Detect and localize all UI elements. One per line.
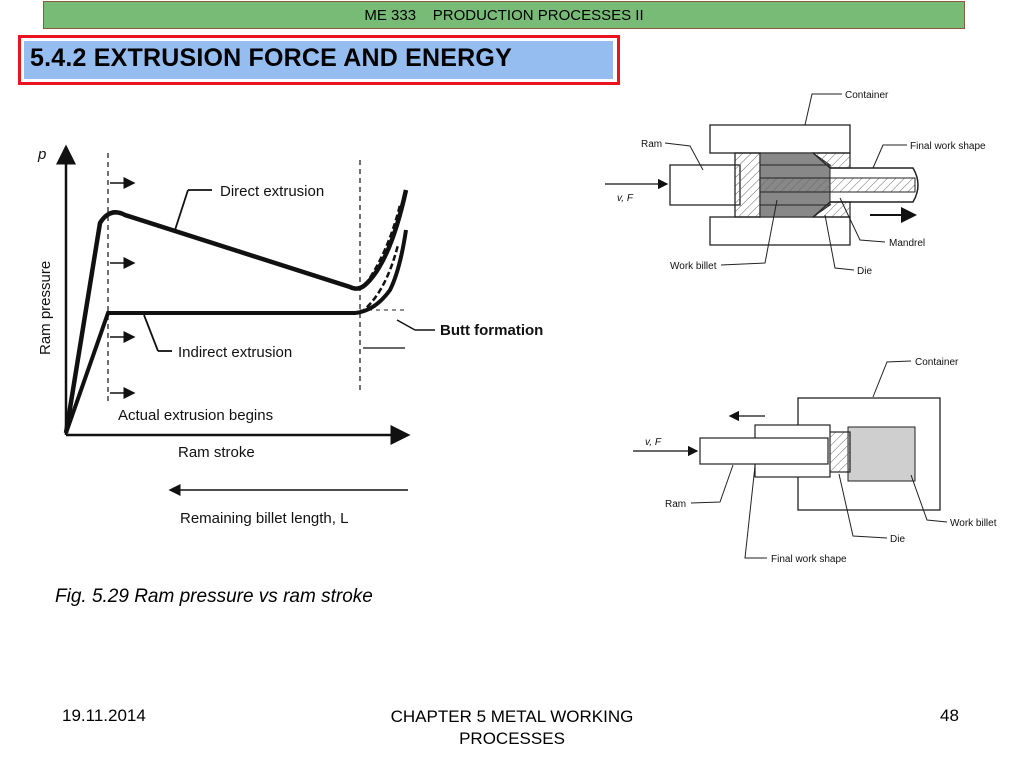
indirect-extrusion-label: Indirect extrusion (178, 344, 292, 361)
y-axis-symbol: p (37, 146, 46, 163)
stroke-arrows (110, 177, 136, 399)
footer-date: 19.11.2014 (62, 706, 146, 725)
work-billet-block (847, 426, 916, 482)
die-label-indirect: Die (890, 534, 905, 545)
slide-title: 5.4.2 EXTRUSION FORCE AND ENERGY (30, 44, 512, 72)
container-label-indirect: Container (915, 357, 959, 368)
butt-formation-label: Butt formation (440, 322, 543, 339)
direct-extrusion-label: Direct extrusion (220, 183, 324, 200)
direct-extrusion-diagram: Container Ram Final work shape v, F Mand… (605, 90, 986, 277)
die-block (827, 431, 851, 473)
page-number: 48 (940, 706, 959, 725)
title-frame (18, 35, 620, 85)
course-title: PRODUCTION PROCESSES II (432, 6, 644, 24)
mandrel-label: Mandrel (889, 238, 925, 249)
x-axis-label: Ram stroke (178, 444, 255, 461)
dummy-block (734, 152, 761, 218)
butt-formation-annotation: Butt formation (363, 319, 543, 349)
figure-caption: Fig. 5.29 Ram pressure vs ram stroke (55, 586, 373, 607)
title-background (24, 41, 613, 79)
container-label: Container (845, 90, 889, 101)
footer-chapter: CHAPTER 5 METAL WORKING PROCESSES (390, 707, 634, 748)
course-banner: ME 333 PRODUCTION PROCESSES II (43, 1, 965, 29)
direct-extrusion-upturn (363, 204, 402, 286)
extrusion-begins-label: Actual extrusion begins (118, 407, 273, 424)
vf-label: v, F (617, 193, 634, 204)
course-code: ME 333 (364, 6, 417, 24)
work-billet-label: Work billet (670, 261, 717, 272)
container-bottom (709, 216, 851, 246)
remaining-billet-label: Remaining billet length, L (180, 510, 348, 527)
indirect-extrusion-diagram: Container v, F Ram Die Work billet Final… (633, 357, 997, 565)
vf-label-indirect: v, F (645, 437, 662, 448)
final-work-shape-label-indirect: Final work shape (771, 554, 847, 565)
indirect-label-leader-2 (143, 314, 159, 352)
indirect-extrusion-curve (64, 229, 408, 434)
final-work-rod (699, 437, 829, 465)
mandrel-rod (759, 177, 916, 193)
final-work-shape-label: Final work shape (910, 141, 986, 152)
work-billet-label-indirect: Work billet (950, 518, 997, 529)
extruded-tube (830, 167, 919, 203)
die-label: Die (857, 266, 872, 277)
ram-pressure-graph: p Ram pressure Direct extrusion Indirect… (37, 144, 411, 527)
indirect-extrusion-upturn (359, 244, 400, 315)
y-axis-label: Ram pressure (37, 261, 54, 355)
direct-label-leader-2 (174, 189, 189, 231)
ram-label: Ram (641, 139, 662, 150)
direct-extrusion-curve (63, 189, 409, 434)
ram-rod (669, 164, 741, 206)
container-top (709, 124, 851, 154)
ram-label-indirect: Ram (665, 499, 686, 510)
